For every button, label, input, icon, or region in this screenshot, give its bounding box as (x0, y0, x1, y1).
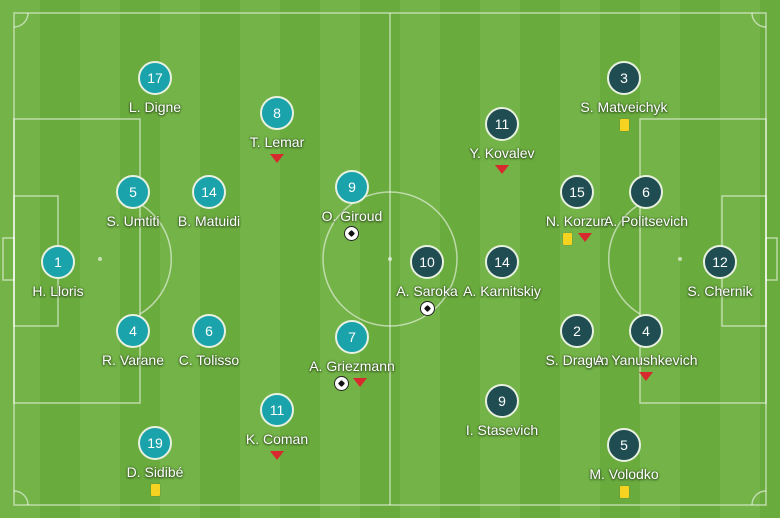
away-player[interactable]: 10 A. Saroka (367, 245, 487, 316)
player-number-badge: 2 (560, 314, 594, 348)
player-number-badge: 4 (116, 314, 150, 348)
home-player[interactable]: 4 R. Varane (73, 314, 193, 368)
player-name: R. Varane (102, 352, 164, 368)
player-number-badge: 1 (41, 245, 75, 279)
yellow-card-icon (620, 119, 629, 131)
player-events (517, 229, 637, 249)
player-events (292, 224, 412, 244)
home-player[interactable]: 8 T. Lemar (217, 96, 337, 163)
player-number-badge: 4 (629, 314, 663, 348)
player-events (217, 150, 337, 170)
home-player[interactable]: 14 B. Matuidi (149, 175, 269, 229)
player-name: Y. Kovalev (469, 145, 535, 161)
player-number-badge: 6 (192, 314, 226, 348)
player-name: A. Saroka (396, 283, 458, 299)
away-player[interactable]: 14 A. Karnitskiy (442, 245, 562, 299)
player-number-badge: 10 (410, 245, 444, 279)
home-player[interactable]: 17 L. Digne (95, 61, 215, 115)
player-name: K. Coman (245, 431, 309, 447)
player-events (564, 115, 684, 135)
player-number-badge: 9 (335, 170, 369, 204)
player-name: A. Karnitskiy (463, 283, 541, 299)
player-events (217, 447, 337, 467)
player-name: A. Griezmann (309, 358, 395, 374)
home-player[interactable]: 6 C. Tolisso (149, 314, 269, 368)
player-number-badge: 14 (485, 245, 519, 279)
away-player[interactable]: 11 Y. Kovalev (442, 107, 562, 174)
away-player[interactable]: 15 N. Korzun (517, 175, 637, 245)
home-player[interactable]: 7 A. Griezmann (292, 320, 412, 391)
player-name: S. Matveichyk (580, 99, 668, 115)
substitution-off-icon (353, 378, 367, 387)
substitution-off-icon (495, 165, 509, 174)
player-name: H. Lloris (32, 283, 84, 299)
player-events (564, 482, 684, 502)
away-player[interactable]: 5 M. Volodko (564, 428, 684, 498)
player-name: A. Yanushkevich (594, 352, 698, 368)
substitution-off-icon (270, 154, 284, 163)
player-name: D. Sidibé (126, 464, 184, 480)
away-player[interactable]: 9 I. Stasevich (442, 384, 562, 438)
home-player[interactable]: 11 K. Coman (217, 393, 337, 460)
player-name: A. Politsevich (603, 213, 689, 229)
player-number-badge: 11 (485, 107, 519, 141)
player-number-badge: 8 (260, 96, 294, 130)
goal-ball-icon (420, 301, 435, 316)
player-number-badge: 12 (703, 245, 737, 279)
yellow-card-icon (620, 486, 629, 498)
player-events (292, 374, 412, 394)
player-events (442, 161, 562, 181)
substitution-off-icon (578, 233, 592, 242)
player-name: I. Stasevich (465, 422, 539, 438)
goal-ball-icon (344, 226, 359, 241)
away-player[interactable]: 3 S. Matveichyk (564, 61, 684, 131)
substitution-off-icon (639, 372, 653, 381)
yellow-card-icon (563, 233, 572, 245)
player-number-badge: 15 (560, 175, 594, 209)
player-name: S. Umtiti (106, 213, 160, 229)
player-events (586, 368, 706, 388)
player-number-badge: 6 (629, 175, 663, 209)
away-player[interactable]: 12 S. Chernik (660, 245, 780, 299)
player-number-badge: 19 (138, 426, 172, 460)
substitution-off-icon (270, 451, 284, 460)
player-name: N. Korzun (545, 213, 609, 229)
player-events (367, 299, 487, 319)
goal-ball-icon (334, 376, 349, 391)
player-name: T. Lemar (249, 134, 305, 150)
home-player[interactable]: 5 S. Umtiti (73, 175, 193, 229)
player-number-badge: 3 (607, 61, 641, 95)
player-name: L. Digne (128, 99, 182, 115)
player-number-badge: 17 (138, 61, 172, 95)
player-name: B. Matuidi (177, 213, 241, 229)
home-player[interactable]: 9 O. Giroud (292, 170, 412, 241)
player-number-badge: 5 (607, 428, 641, 462)
player-name: M. Volodko (589, 466, 659, 482)
player-name: S. Dragun (545, 352, 609, 368)
yellow-card-icon (151, 484, 160, 496)
home-player[interactable]: 1 H. Lloris (0, 245, 118, 299)
home-player[interactable]: 19 D. Sidibé (95, 426, 215, 496)
player-name: S. Chernik (687, 283, 753, 299)
player-number-badge: 14 (192, 175, 226, 209)
away-player[interactable]: 4 A. Yanushkevich (586, 314, 706, 381)
away-player[interactable]: 2 S. Dragun (517, 314, 637, 368)
player-number-badge: 11 (260, 393, 294, 427)
player-events (95, 480, 215, 500)
player-name: C. Tolisso (178, 352, 240, 368)
away-player[interactable]: 6 A. Politsevich (586, 175, 706, 229)
player-number-badge: 5 (116, 175, 150, 209)
player-name: O. Giroud (321, 208, 383, 224)
player-number-badge: 9 (485, 384, 519, 418)
player-number-badge: 7 (335, 320, 369, 354)
